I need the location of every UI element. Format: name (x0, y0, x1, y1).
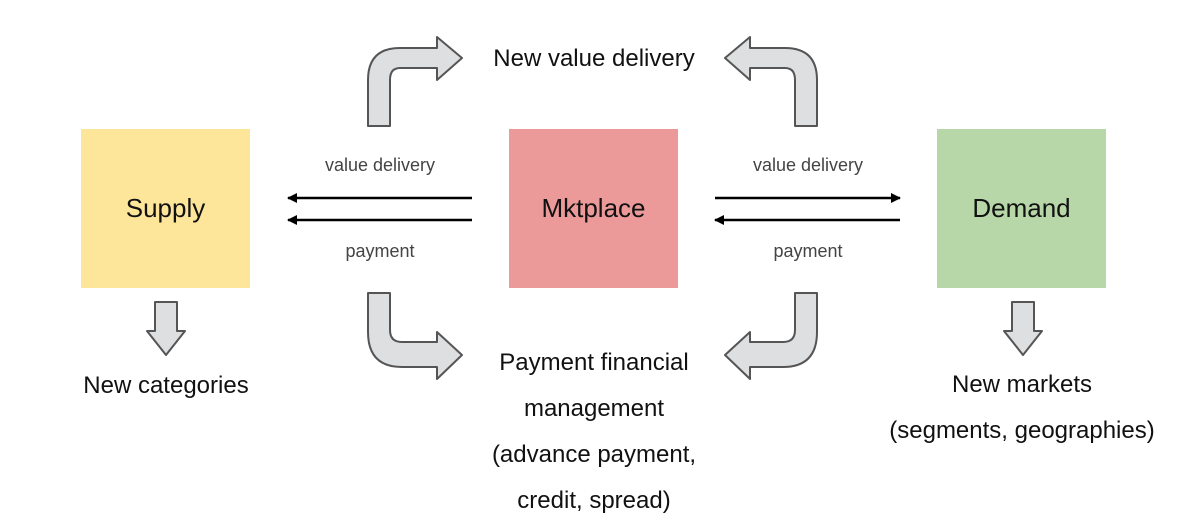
down-arrow-demand (1003, 301, 1043, 356)
flow-label-left-payment: payment (345, 241, 415, 261)
payment-fm-line-3: (advance payment, (491, 441, 697, 468)
new-categories-label: New categories (83, 372, 249, 399)
flow-label-left-value: value delivery (324, 155, 436, 175)
curved-arrow-bottom-right (724, 292, 818, 380)
new-markets-line-2: (segments, geographies) (889, 417, 1155, 444)
demand-label: Demand (972, 193, 1071, 223)
flow-label-right-payment: payment (773, 241, 843, 261)
curved-arrow-top-right (724, 36, 818, 127)
payment-fm-line-4: credit, spread) (517, 487, 671, 514)
new-markets-line-1: New markets (951, 371, 1093, 398)
payment-fm-line-2: management (523, 395, 665, 422)
curved-arrow-bottom-left (367, 292, 463, 380)
payment-financial-management-label: Payment financial management (advance pa… (460, 340, 728, 524)
new-markets-label: New markets (segments, geographies) (872, 362, 1172, 454)
down-arrow-supply (146, 301, 186, 356)
flow-label-right-value: value delivery (752, 155, 864, 175)
mktplace-label: Mktplace (541, 193, 646, 223)
mktplace-box: Mktplace (509, 129, 678, 288)
supply-label: Supply (125, 193, 206, 223)
new-value-delivery-label: New value delivery (493, 45, 695, 72)
payment-fm-line-1: Payment financial (499, 349, 689, 376)
curved-arrow-top-left (367, 36, 463, 127)
supply-box: Supply (81, 129, 250, 288)
demand-box: Demand (937, 129, 1106, 288)
